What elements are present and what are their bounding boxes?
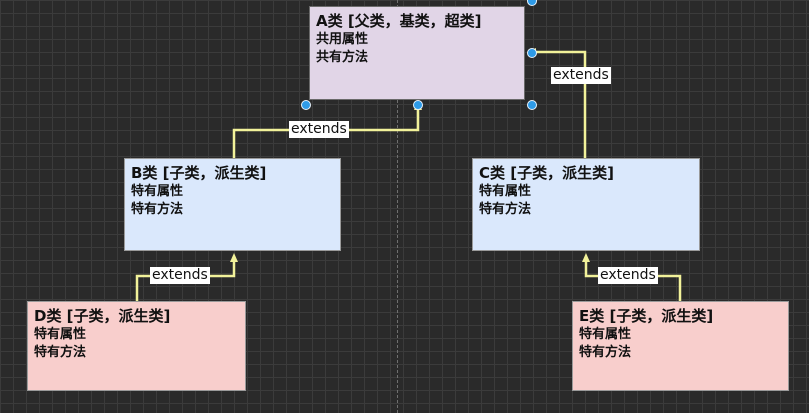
resize-handle-top-right[interactable] (527, 0, 537, 6)
class-b-title: B类 [子类，派生类] (131, 164, 267, 182)
edge-label-b-to-a[interactable]: extends (289, 121, 349, 138)
class-box-a[interactable]: A类 [父类，基类，超类] 共用属性 共有方法 (309, 6, 525, 100)
class-b-attributes: 特有属性 (131, 184, 184, 199)
class-a-title: A类 [父类，基类，超类] (316, 12, 482, 30)
resize-handle-bottom-center[interactable] (413, 100, 423, 110)
class-e-attributes: 特有属性 (579, 327, 632, 342)
class-e-methods: 特有方法 (579, 345, 632, 360)
class-c-methods: 特有方法 (479, 202, 532, 217)
edge-label-d-to-b[interactable]: extends (150, 267, 210, 284)
resize-handle-right-center[interactable] (527, 48, 537, 58)
edge-c-to-a[interactable] (527, 48, 587, 158)
class-box-c[interactable]: C类 [子类，派生类] 特有属性 特有方法 (472, 158, 700, 251)
class-box-b[interactable]: B类 [子类，派生类] 特有属性 特有方法 (124, 158, 341, 251)
class-a-methods: 共有方法 (316, 50, 369, 65)
alignment-guide (397, 0, 398, 413)
class-d-attributes: 特有属性 (34, 327, 87, 342)
class-c-attributes: 特有属性 (479, 184, 532, 199)
resize-handle-bottom-left[interactable] (301, 100, 311, 110)
edge-label-c-to-a[interactable]: extends (551, 67, 611, 84)
resize-handle-bottom-right[interactable] (527, 100, 537, 110)
class-b-methods: 特有方法 (131, 202, 184, 217)
class-c-title: C类 [子类，派生类] (479, 164, 614, 182)
class-box-e[interactable]: E类 [子类，派生类] 特有属性 特有方法 (572, 301, 789, 391)
edge-label-e-to-c[interactable]: extends (598, 267, 658, 284)
class-e-title: E类 [子类，派生类] (579, 307, 714, 325)
class-d-title: D类 [子类，派生类] (34, 307, 171, 325)
class-d-methods: 特有方法 (34, 345, 87, 360)
class-a-attributes: 共用属性 (316, 32, 369, 47)
class-box-d[interactable]: D类 [子类，派生类] 特有属性 特有方法 (27, 301, 246, 391)
